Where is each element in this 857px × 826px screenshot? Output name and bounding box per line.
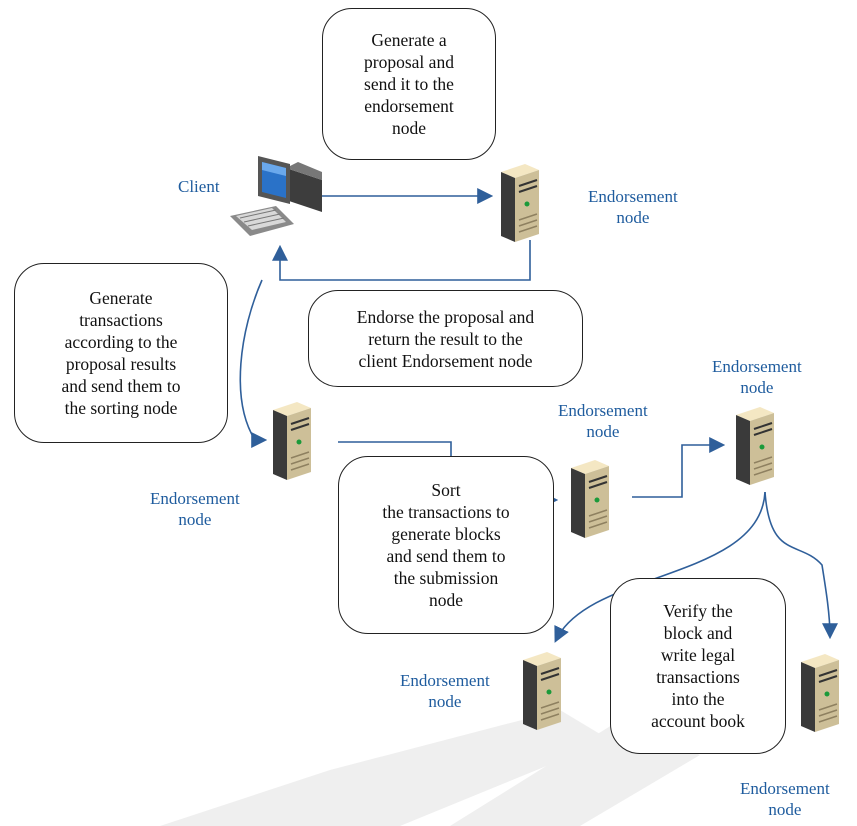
label-endorsement-node-bottom-left: Endorsement node [400,671,490,711]
server-tower-icon [501,164,539,242]
box-generate-proposal: Generate a proposal and send it to the e… [322,8,496,160]
arrow-right-node-to-bottom-right [764,491,838,640]
arrow-right-node-to-bottom-left [554,491,766,643]
box-endorse-proposal: Endorse the proposal and return the resu… [308,290,583,387]
server-tower-icon [801,654,839,732]
label-endorsement-node-left: Endorsement node [150,489,240,529]
server-tower-icon [736,407,774,485]
label-endorsement-node-bottom-right: Endorsement node [740,779,830,819]
box-sort-transactions: Sort the transactions to generate blocks… [338,456,554,634]
label-client: Client [178,177,220,196]
box-verify-block: Verify the block and write legal transac… [610,578,786,754]
server-tower-icon [273,402,311,480]
computer-client-icon [230,156,322,236]
label-endorsement-node-top: Endorsement node [588,187,678,227]
label-endorsement-node-right: Endorsement node [712,357,802,397]
box-generate-transactions: Generate transactions according to the p… [14,263,228,443]
arrow-endorser-to-client [272,240,531,281]
server-tower-icon [571,460,609,538]
arrow-sorter-to-right-node [632,437,726,498]
arrow-client-to-left-node [239,279,268,448]
label-endorsement-node-middle: Endorsement node [558,401,648,441]
server-tower-icon [523,652,561,730]
